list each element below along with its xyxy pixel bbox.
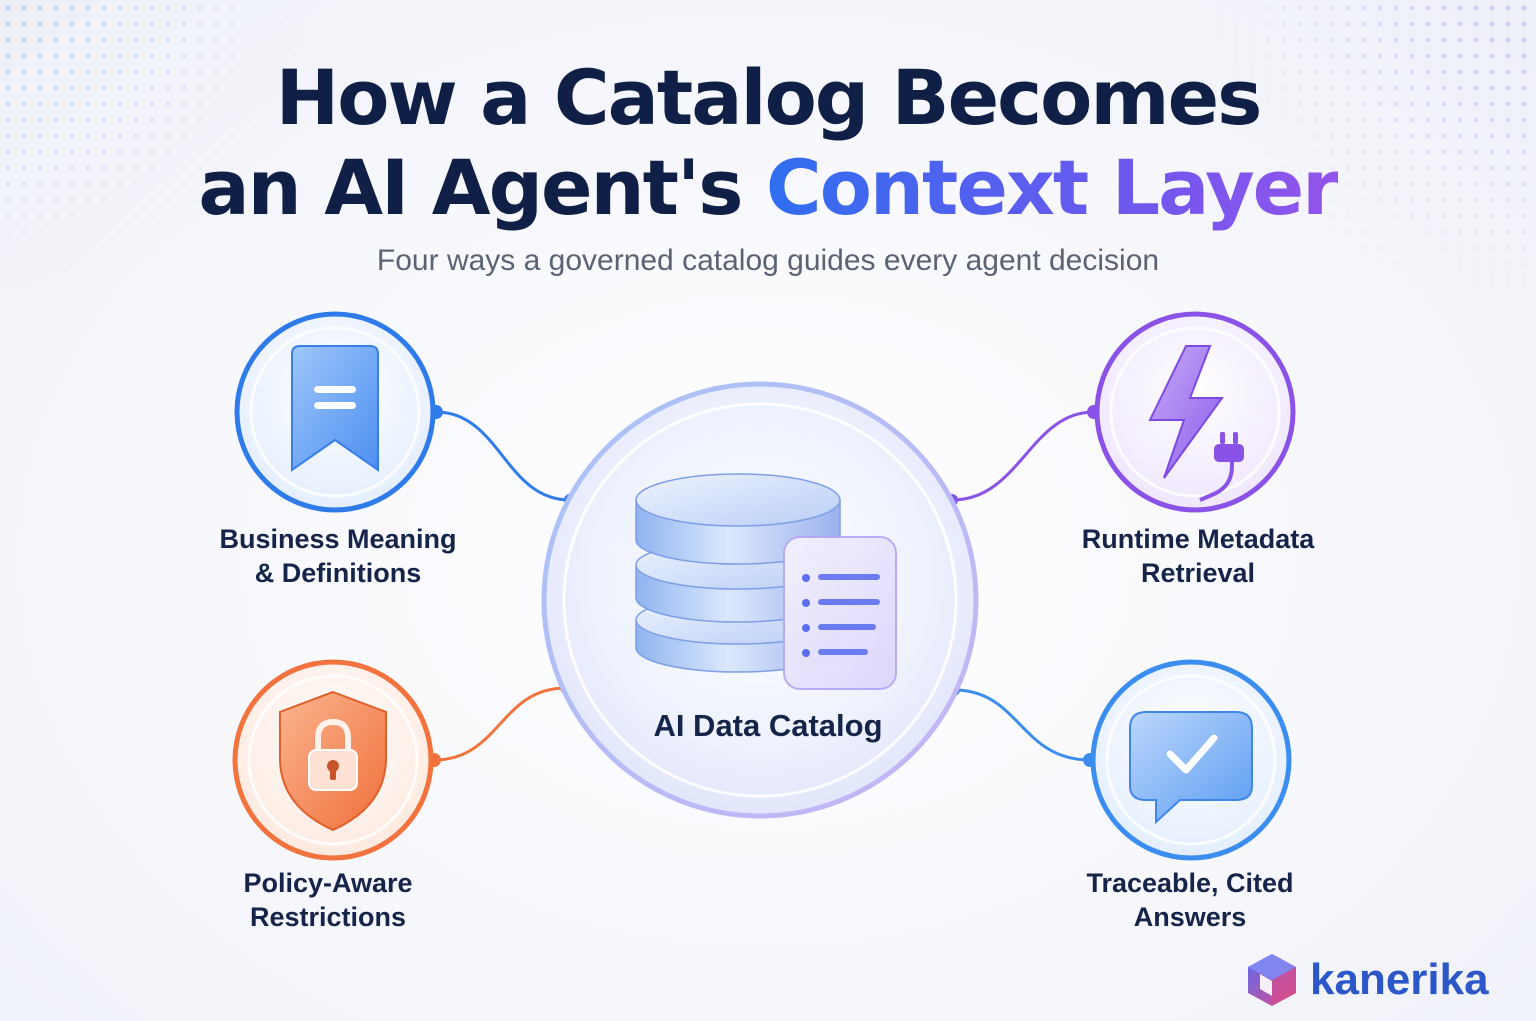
node-label-runtime-line1: Runtime Metadata [1081, 524, 1315, 554]
page-title-line1: How a Catalog Becomes [275, 53, 1263, 142]
node-business [234, 311, 436, 513]
node-label-policy: Policy-Aware Restrictions [168, 866, 488, 934]
node-label-traceable: Traceable, Cited Answers [1030, 866, 1350, 934]
node-label-business-line2: & Definitions [254, 558, 422, 588]
bookmark-icon [291, 345, 379, 472]
cube-logo-icon [1248, 954, 1296, 1006]
decorative-dots-left [0, 0, 340, 320]
connector-business [429, 405, 576, 506]
shield-lock-icon [279, 690, 387, 832]
node-policy [232, 659, 434, 861]
node-label-runtime-line2: Retrieval [1140, 558, 1256, 588]
page-title-accent: Context Layer [765, 143, 1340, 232]
page-subtitle: Four ways a governed catalog guides ever… [376, 244, 1160, 277]
node-label-traceable-line1: Traceable, Cited [1086, 868, 1294, 898]
node-label-policy-line1: Policy-Aware [243, 868, 413, 898]
center-label: AI Data Catalog [653, 708, 883, 743]
node-label-runtime: Runtime Metadata Retrieval [1038, 522, 1358, 590]
node-runtime [1094, 311, 1296, 513]
connector-traceable [948, 684, 1097, 767]
node-label-traceable-line2: Answers [1133, 902, 1247, 932]
node-label-policy-line2: Restrictions [249, 902, 407, 932]
connector-runtime [946, 405, 1101, 506]
chat-check-icon [1129, 711, 1253, 825]
decorative-dots-right [1196, 0, 1536, 320]
brand-logo: kanerika [1246, 950, 1489, 1010]
page-title-line2: an AI Agent's Context Layer [0, 140, 1536, 236]
page-title-prefix: an AI Agent's [198, 143, 743, 232]
node-label-business-line1: Business Meaning [219, 524, 457, 554]
lightning-plug-icon [1148, 345, 1244, 502]
connector-policy [427, 682, 572, 767]
node-label-business: Business Meaning & Definitions [178, 522, 498, 590]
node-traceable [1090, 659, 1292, 861]
brand-name: kanerika [1310, 955, 1489, 1004]
database-document-icon [635, 473, 897, 690]
